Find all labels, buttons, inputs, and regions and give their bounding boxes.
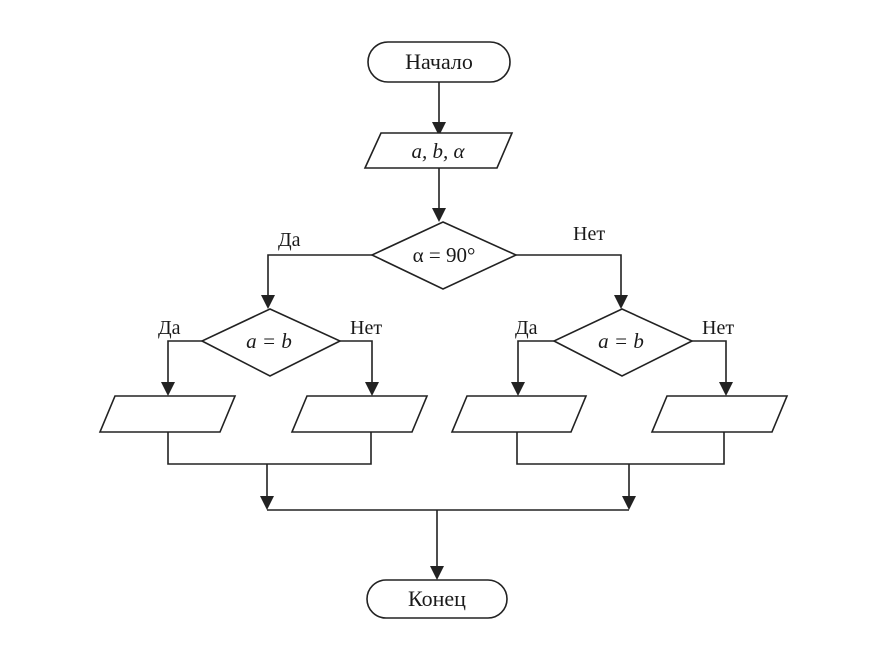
connector-merge-right (516, 432, 725, 465)
main-no-label: Нет (573, 223, 605, 245)
end-terminator (366, 579, 508, 619)
start-label: Начало (405, 49, 473, 74)
connector-merge-left (167, 432, 372, 465)
arrowhead (432, 122, 446, 136)
arrowhead (432, 208, 446, 222)
output-parallelogram (450, 395, 588, 433)
connector-left-yes (167, 340, 202, 384)
input-label: a, b, α (411, 139, 465, 163)
connector-left-no (340, 340, 373, 384)
main-yes-label: Да (278, 229, 301, 251)
arrowhead (260, 496, 274, 510)
arrowhead (511, 382, 525, 396)
output-parallelogram (650, 395, 789, 433)
left-yes-label: Да (158, 317, 181, 339)
connector-main-no (516, 254, 622, 297)
right-condition-diamond (552, 308, 694, 377)
output-parallelogram (290, 395, 429, 433)
connector-main-yes (267, 254, 372, 297)
arrowhead (614, 295, 628, 309)
arrowhead (365, 382, 379, 396)
main-condition-diamond (370, 221, 518, 290)
left-condition-label: a = b (246, 329, 292, 353)
end-label: Конец (408, 586, 466, 611)
right-yes-label: Да (515, 317, 538, 339)
arrowhead (622, 496, 636, 510)
main-condition-label: α = 90° (413, 243, 476, 267)
left-no-label: Нет (350, 317, 382, 339)
left-condition-diamond (200, 308, 342, 377)
right-condition-label: a = b (598, 329, 644, 353)
input-parallelogram (363, 132, 514, 169)
arrowhead (261, 295, 275, 309)
arrowhead (719, 382, 733, 396)
connector-right-no (692, 340, 727, 384)
arrowhead (430, 566, 444, 580)
arrowhead (161, 382, 175, 396)
connector-right-yes (517, 340, 554, 384)
output-parallelogram (98, 395, 237, 433)
right-no-label: Нет (702, 317, 734, 339)
